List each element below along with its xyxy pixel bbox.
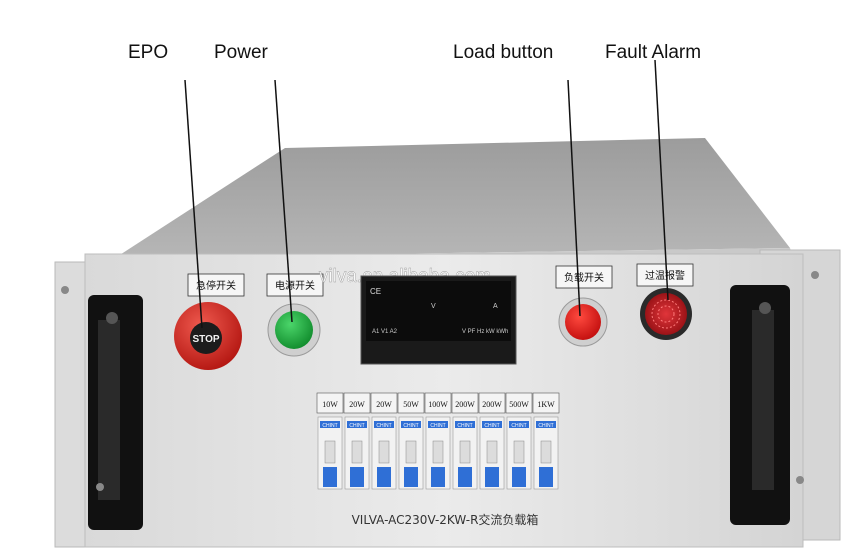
epo-stop-button[interactable]: STOP	[174, 302, 242, 370]
label-plate-fault: 过温报警	[636, 263, 694, 287]
breaker-rating-label: 50W	[397, 392, 425, 414]
callout-epo: EPO	[128, 42, 169, 63]
svg-text:500W: 500W	[509, 400, 529, 409]
breaker-switch[interactable]: CHINT	[425, 416, 451, 490]
breaker-rating-label: 200W	[478, 392, 506, 414]
fault-alarm-buzzer	[640, 288, 692, 340]
breaker-switch[interactable]: CHINT	[479, 416, 505, 490]
svg-text:CHINT: CHINT	[538, 423, 553, 429]
rack-screw-right-top	[811, 271, 819, 279]
breaker-switch[interactable]: CHINT	[506, 416, 532, 490]
label-plate-power: 电源开关	[266, 273, 324, 297]
svg-text:CE: CE	[370, 287, 381, 296]
breaker-switch[interactable]: CHINT	[398, 416, 424, 490]
svg-text:CHINT: CHINT	[511, 423, 526, 429]
svg-text:CHINT: CHINT	[403, 423, 418, 429]
svg-text:CHINT: CHINT	[484, 423, 499, 429]
svg-text:1KW: 1KW	[537, 400, 555, 409]
handle-left	[88, 295, 143, 530]
callout-line-epo	[184, 79, 203, 329]
breaker-rating-label: 20W	[370, 392, 398, 414]
label-plate-load: 负载开关	[555, 265, 613, 289]
power-meter-display: CE V A A1 V1 A2 V PF Hz kW kWh	[360, 275, 517, 365]
breaker-switch[interactable]: CHINT	[533, 416, 559, 490]
callout-line-power	[274, 79, 293, 323]
breaker-switch[interactable]: CHINT	[317, 416, 343, 490]
callout-fault-alarm: Fault Alarm	[605, 42, 702, 63]
breaker-switch[interactable]: CHINT	[371, 416, 397, 490]
rack-screw-left-top	[61, 286, 69, 294]
rack-screw-right-bottom	[796, 476, 804, 484]
svg-text:10W: 10W	[322, 400, 338, 409]
svg-text:CHINT: CHINT	[457, 423, 472, 429]
svg-text:100W: 100W	[428, 400, 448, 409]
callout-power: Power	[214, 42, 268, 63]
callout-load-button: Load button	[453, 42, 554, 63]
callout-line-load	[567, 79, 581, 317]
label-plate-emergency: 急停开关	[187, 273, 245, 297]
svg-text:急停开关: 急停开关	[196, 279, 236, 292]
svg-text:CHINT: CHINT	[322, 423, 337, 429]
svg-text:200W: 200W	[482, 400, 502, 409]
svg-text:A1 V1 A2: A1 V1 A2	[372, 329, 398, 335]
svg-text:CHINT: CHINT	[430, 423, 445, 429]
breaker-rating-label: 500W	[505, 392, 533, 414]
breaker-rating-label: 1KW	[532, 392, 560, 414]
svg-text:20W: 20W	[349, 400, 365, 409]
svg-text:50W: 50W	[403, 400, 419, 409]
svg-text:V PF Hz kW kWh: V PF Hz kW kWh	[462, 329, 508, 335]
model-label: VILVA-AC230V-2KW-R交流负载箱	[352, 512, 539, 527]
breaker-rating-label: 10W	[316, 392, 344, 414]
svg-text:电源开关: 电源开关	[275, 279, 315, 292]
breaker-rating-label: 20W	[343, 392, 371, 414]
chassis-top	[115, 138, 790, 258]
breaker-rating-label: 200W	[451, 392, 479, 414]
callout-line-fault	[654, 59, 669, 301]
load-button[interactable]	[558, 297, 608, 347]
svg-text:20W: 20W	[376, 400, 392, 409]
breaker-switch[interactable]: CHINT	[452, 416, 478, 490]
svg-text:STOP: STOP	[192, 334, 219, 345]
svg-text:CHINT: CHINT	[376, 423, 391, 429]
svg-text:200W: 200W	[455, 400, 475, 409]
svg-text:负载开关: 负载开关	[564, 271, 604, 284]
breaker-rating-label: 100W	[424, 392, 452, 414]
svg-text:A: A	[493, 303, 498, 310]
svg-text:CHINT: CHINT	[349, 423, 364, 429]
svg-text:V: V	[431, 303, 436, 310]
svg-text:过温报警: 过温报警	[645, 269, 685, 282]
power-button[interactable]	[267, 303, 321, 357]
breaker-switch[interactable]: CHINT	[344, 416, 370, 490]
breaker-bank: 10W CHINT 20W CHINT 20W CHINT 50W CHINT 100W CHIN…	[316, 392, 560, 490]
handle-right	[730, 285, 790, 525]
rack-screw-left-bottom	[96, 483, 104, 491]
